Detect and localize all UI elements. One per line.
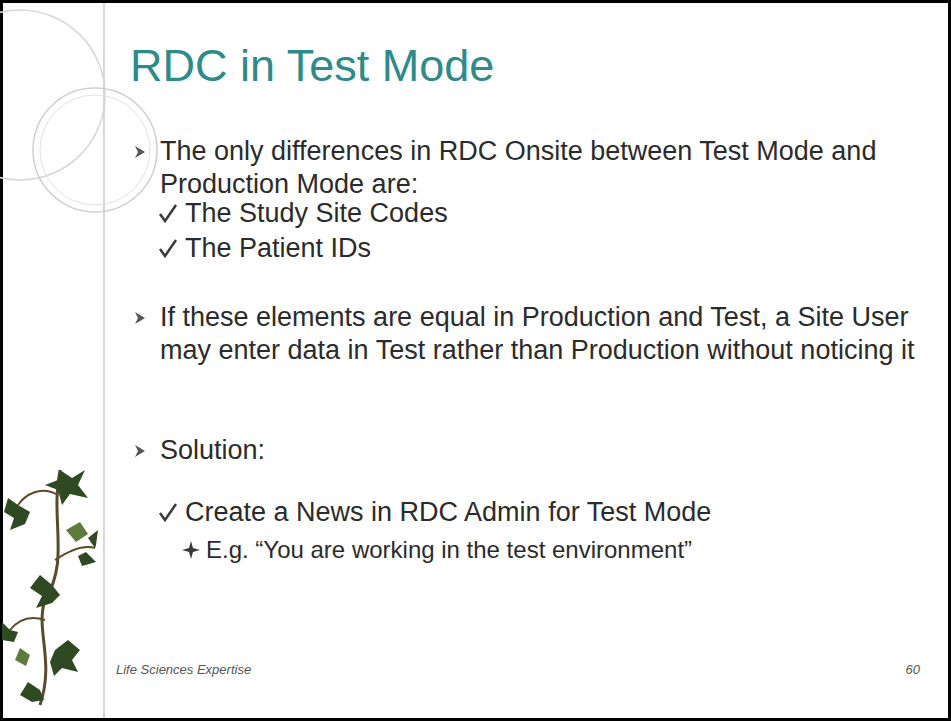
sub-sub-bullet-text: E.g. “You are working in the test enviro… <box>206 533 931 566</box>
bullet-text: Solution: <box>160 434 930 467</box>
page-number: 60 <box>880 662 920 678</box>
arrow-bullet <box>135 445 145 457</box>
bullet-text: The only differences in RDC Onsite betwe… <box>160 135 930 201</box>
sub-bullet-text: The Patient IDs <box>185 232 925 265</box>
check-bullet <box>160 205 176 221</box>
slide-title: RDC in Test Mode <box>130 40 910 92</box>
sub-bullet-text: Create a News in RDC Admin for Test Mode <box>185 496 930 529</box>
check-bullet <box>160 504 176 520</box>
star-bullet <box>182 541 200 559</box>
check-bullet <box>160 240 176 256</box>
sub-bullet-text: The Study Site Codes <box>185 197 925 230</box>
deco-circle <box>33 88 157 212</box>
arrow-bullet <box>135 146 145 158</box>
deco-circle <box>40 95 150 205</box>
arrow-bullet <box>135 312 145 324</box>
ivy-illustration <box>2 470 98 705</box>
footer-text: Life Sciences Expertise <box>116 662 416 678</box>
bullet-text: If these elements are equal in Productio… <box>160 301 930 367</box>
